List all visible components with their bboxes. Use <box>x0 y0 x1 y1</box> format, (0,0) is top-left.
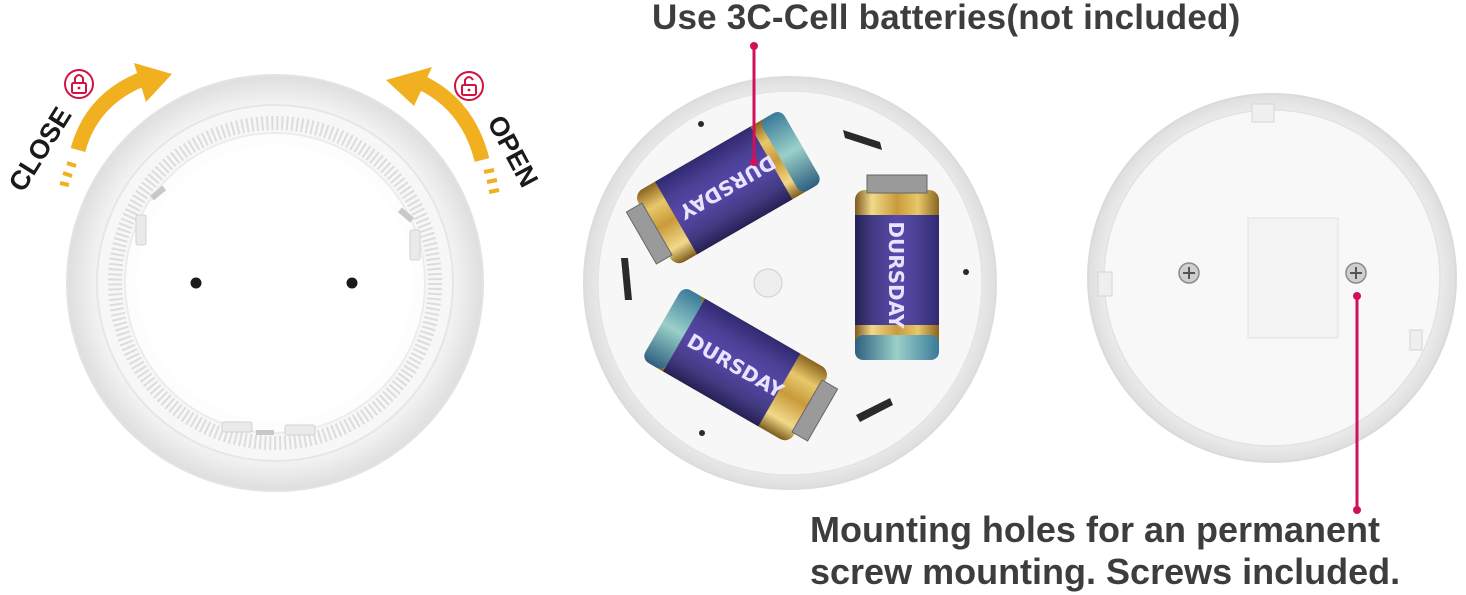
lock-closed-icon <box>64 69 94 99</box>
battery-brand: DURSDAY <box>884 221 908 329</box>
rotate-arrow-icon <box>386 67 500 194</box>
device-front-view <box>66 74 484 492</box>
mounting-caption-line2: screw mounting. Screws included. <box>810 551 1401 592</box>
mounting-caption: Mounting holes for an permanent screw mo… <box>810 509 1400 593</box>
lock-open-icon <box>454 71 484 101</box>
rotate-arrow-icon <box>59 63 172 187</box>
battery-caption: Use 3C-Cell batteries(not included) <box>652 0 1241 37</box>
mounting-hole-left <box>190 277 202 289</box>
battery: DURSDAY <box>625 112 820 265</box>
device-back-view <box>1087 93 1457 463</box>
battery: DURSDAY <box>855 174 939 360</box>
screw-icon <box>1178 262 1200 284</box>
mounting-pointer <box>1353 292 1361 514</box>
mounting-hole-right <box>346 277 358 289</box>
mounting-caption-line1: Mounting holes for an permanent <box>810 509 1381 550</box>
battery-pointer <box>750 42 758 166</box>
battery: DURSDAY <box>644 289 839 442</box>
screw-icon <box>1345 262 1367 284</box>
